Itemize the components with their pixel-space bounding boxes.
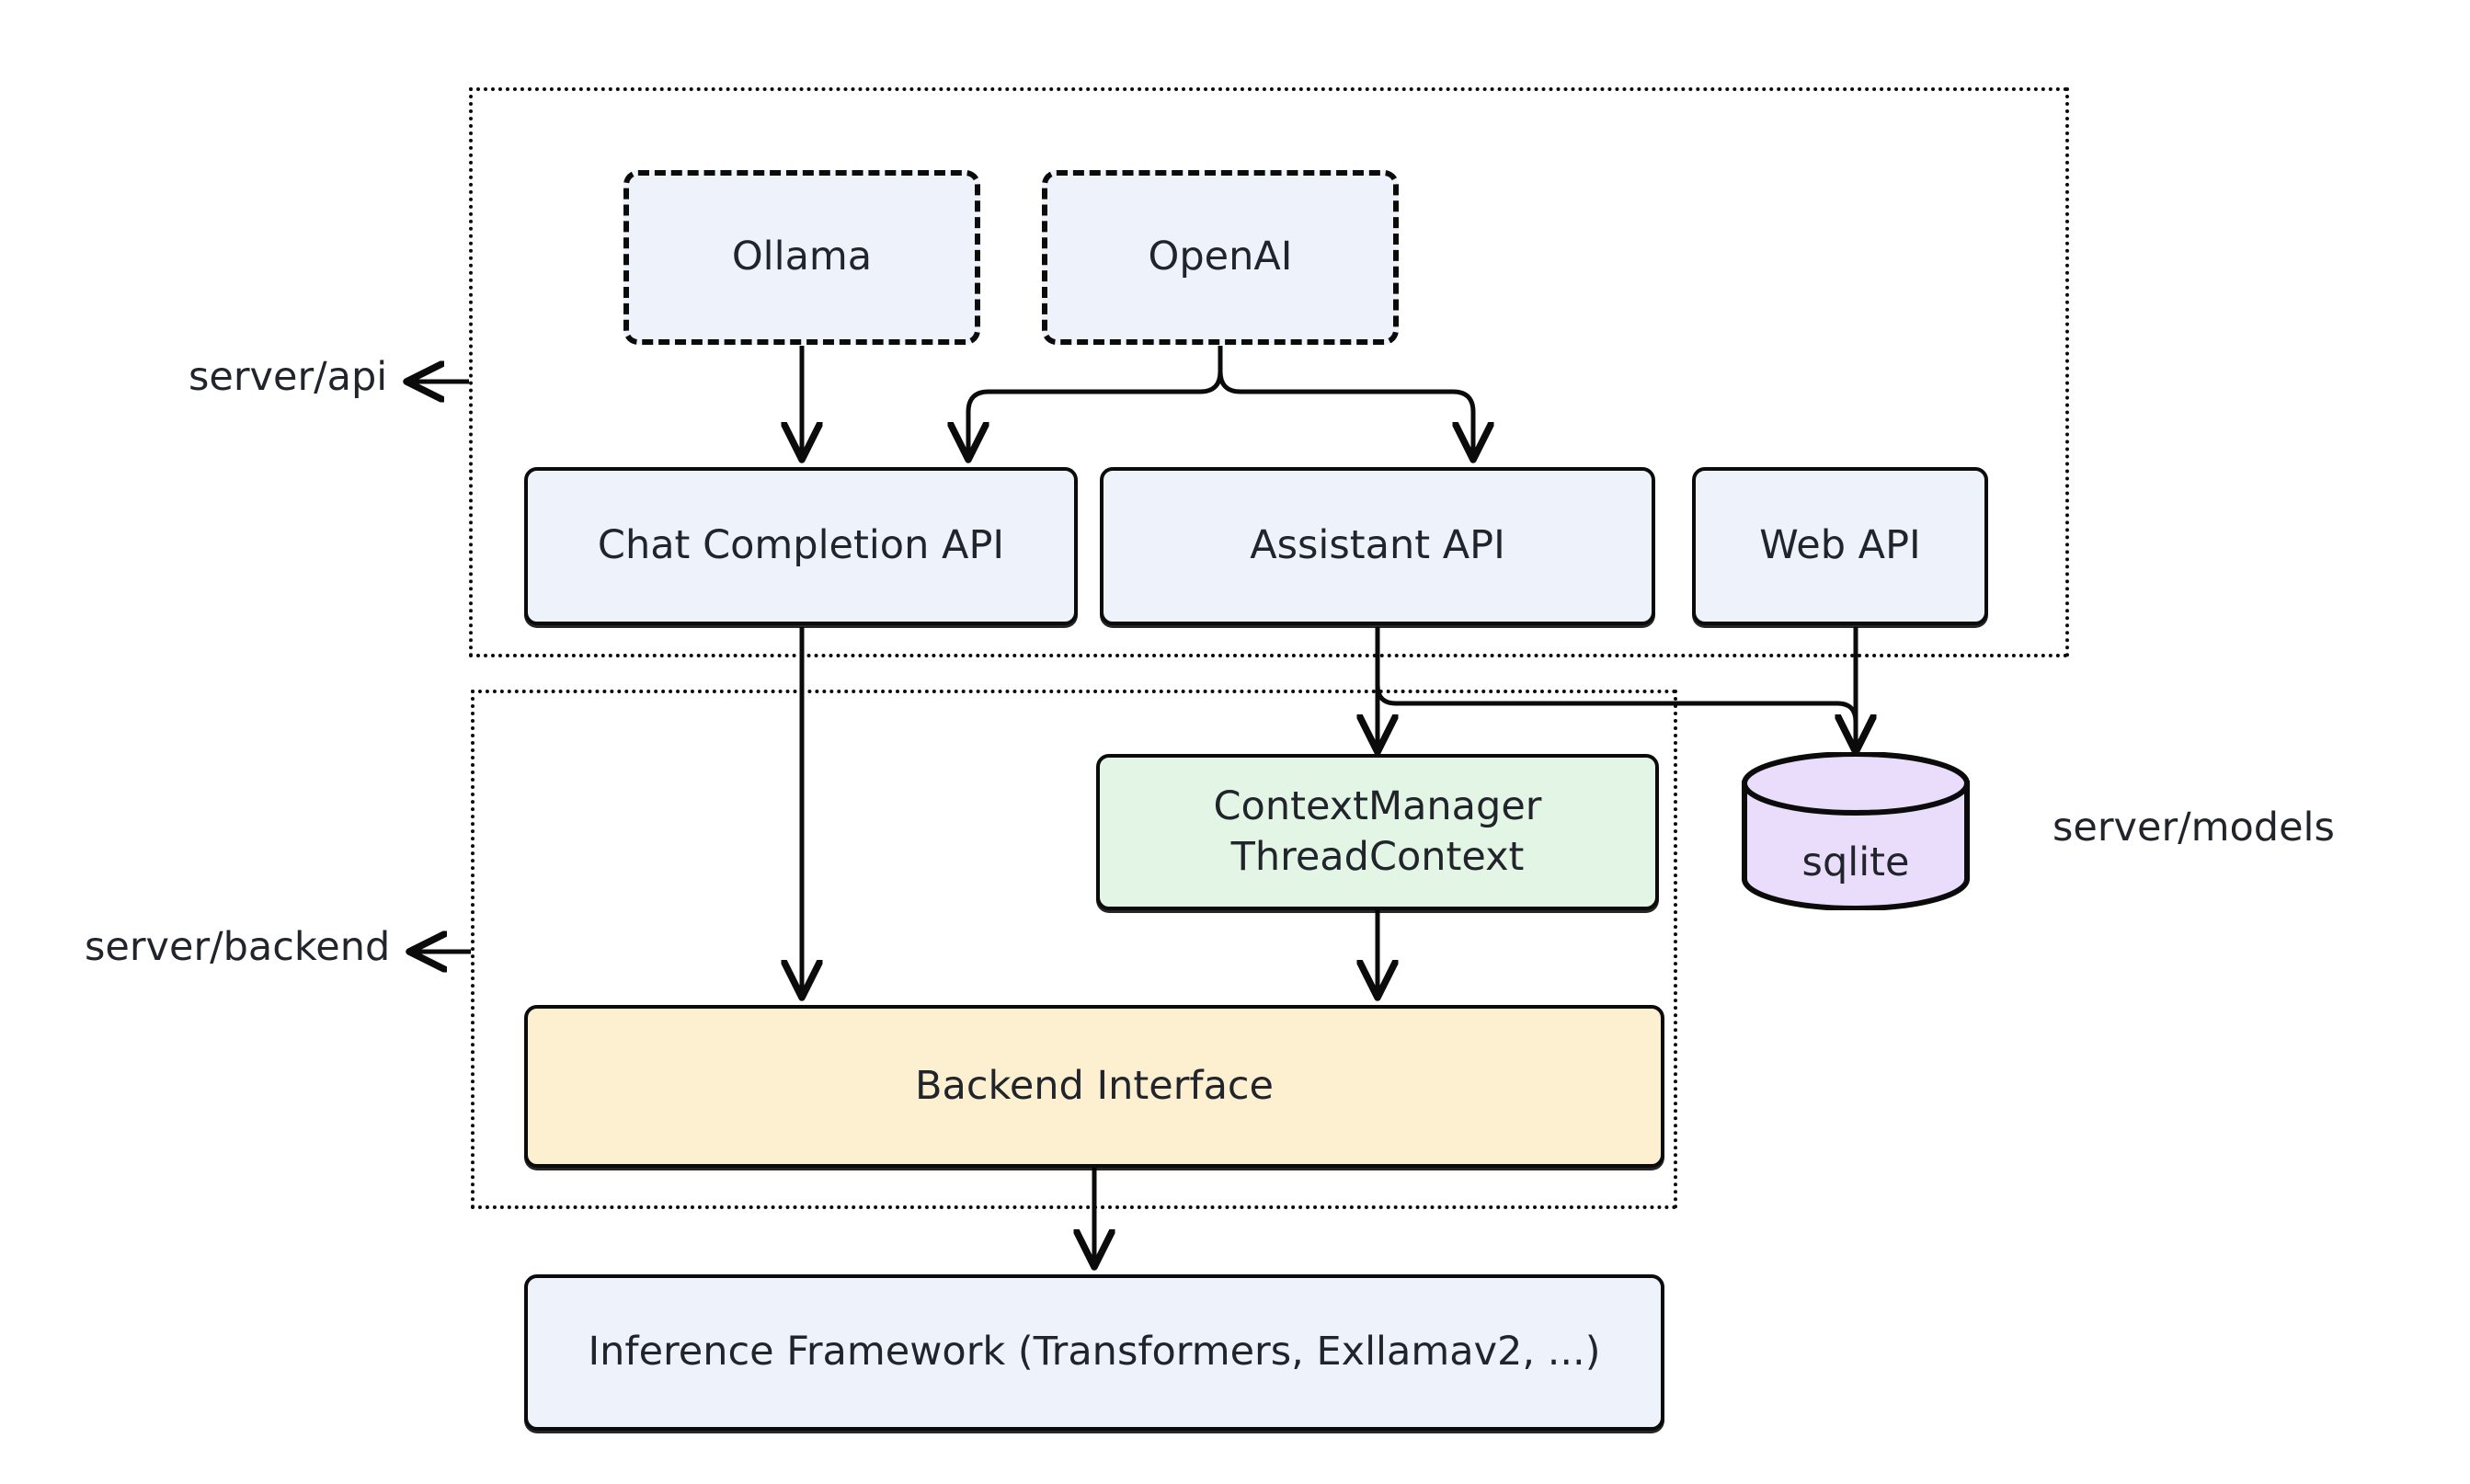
node-openai-label: OpenAI [1148,234,1293,280]
node-assistant-api-label: Assistant API [1250,522,1505,569]
node-context-manager-label: ContextManager ThreadContext [1213,782,1542,880]
annotation-server-models: server/models [2053,805,2335,850]
node-inference-framework[interactable]: Inference Framework (Transformers, Exlla… [524,1274,1664,1431]
node-chat-completion-api-label: Chat Completion API [597,522,1005,569]
node-backend-interface-label: Backend Interface [914,1062,1275,1109]
group-server-backend [471,690,1677,1209]
annotation-server-api-text: server/api [189,354,388,400]
group-server-api [469,87,2069,657]
annotation-server-api: server/api [189,354,387,400]
node-sqlite-label-wrap: sqlite [1741,816,1971,910]
node-sqlite-label: sqlite [1801,839,1910,886]
node-backend-interface[interactable]: Backend Interface [524,1005,1664,1168]
node-inference-framework-label: Inference Framework (Transformers, Exlla… [588,1329,1601,1376]
node-assistant-api[interactable]: Assistant API [1100,467,1655,625]
node-openai[interactable]: OpenAI [1042,170,1399,345]
node-context-manager[interactable]: ContextManager ThreadContext [1096,754,1659,910]
annotation-server-backend: server/backend [85,924,390,970]
node-sqlite[interactable]: sqlite [1741,752,1971,910]
annotation-server-backend-text: server/backend [85,924,391,970]
node-ollama-label: Ollama [731,234,873,280]
annotation-server-models-text: server/models [2053,805,2335,850]
node-ollama[interactable]: Ollama [623,170,980,345]
node-web-api[interactable]: Web API [1692,467,1988,625]
node-web-api-label: Web API [1759,522,1921,569]
node-chat-completion-api[interactable]: Chat Completion API [524,467,1078,625]
sqlite-cylinder-shape [1742,752,1970,910]
